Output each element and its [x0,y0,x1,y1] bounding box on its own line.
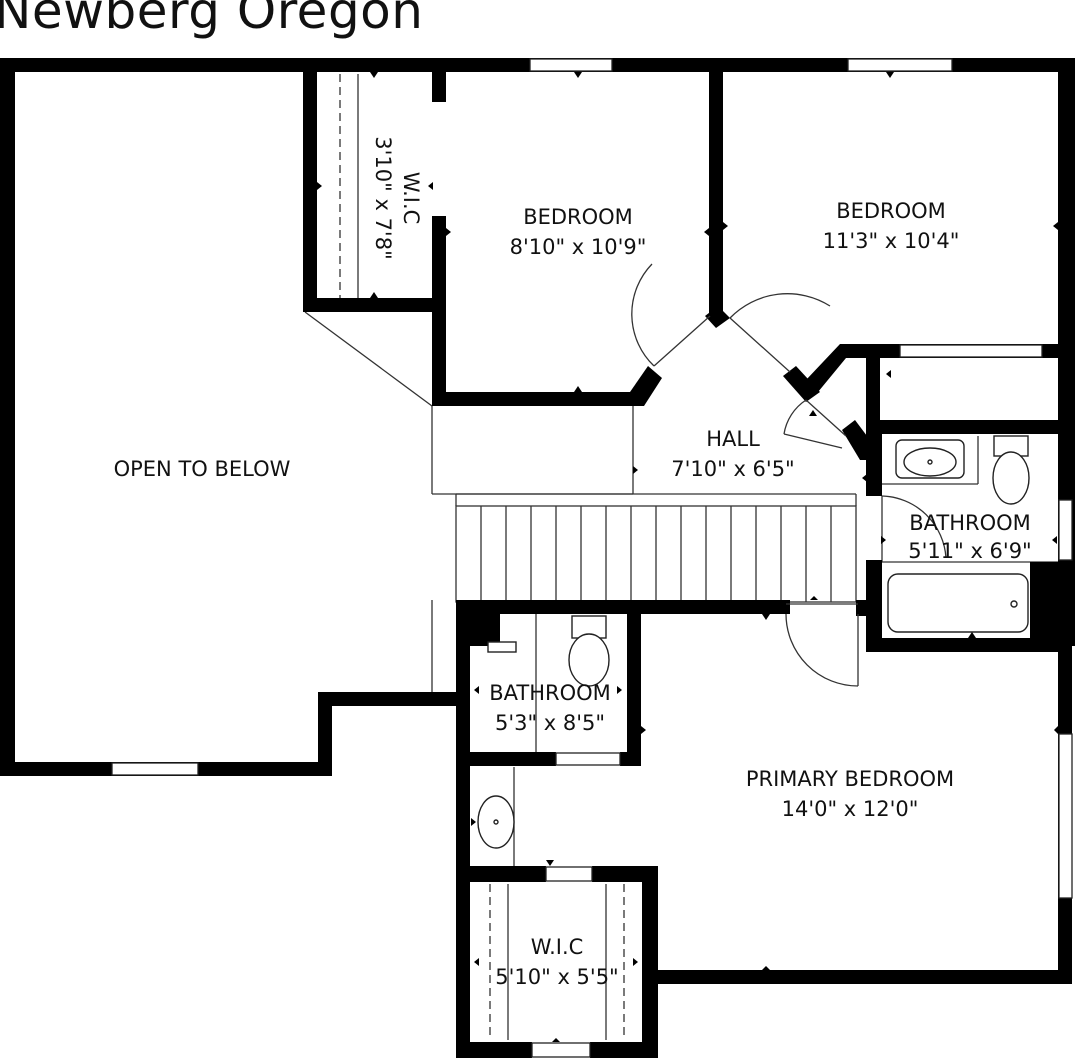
window [847,58,953,72]
window [111,762,199,776]
window [531,1042,591,1058]
room-name-wic-bottom: W.I.C [531,935,584,959]
window [555,752,621,766]
room-name-wic-top: W.I.C [399,172,423,225]
window [529,58,613,72]
room-name-bedroom-2: BEDROOM [836,199,946,223]
room-name-bedroom-1: BEDROOM [523,205,633,229]
windows [111,58,1073,1058]
room-name-hall: HALL [706,427,760,451]
dimension-markers [317,72,1058,1042]
room-labels: OPEN TO BELOW W.I.C 3'10" x 7'8" BEDROOM… [114,136,1032,989]
window [1058,499,1073,561]
room-dims-bedroom-1: 8'10" x 10'9" [510,235,647,259]
room-dims-bedroom-2: 11'3" x 10'4" [823,229,960,253]
room-dims-primary-bedroom: 14'0" x 12'0" [782,797,919,821]
sink-icon [487,641,517,653]
stair-treads [480,506,832,602]
room-name-bathroom-small: BATHROOM [489,681,611,705]
fixtures [477,435,1030,849]
bathtub-icon [887,573,1029,633]
room-dims-bathroom-small: 5'3" x 8'5" [495,711,605,735]
room-dims-wic-bottom: 5'10" x 5'5" [495,965,618,989]
room-dims-hall: 7'10" x 6'5" [671,457,794,481]
plan-title: Newberg Oregon [0,0,424,40]
window [899,344,1043,358]
walls [0,58,1075,1058]
doors [631,263,947,687]
room-name-open-to-below: OPEN TO BELOW [114,457,291,481]
room-name-primary-bedroom: PRIMARY BEDROOM [746,767,954,791]
window [1058,733,1073,899]
room-dims-wic-top: 3'10" x 7'8" [371,136,395,259]
window [545,866,593,882]
room-dims-bathroom-right: 5'11" x 6'9" [908,539,1031,563]
room-name-bathroom-right: BATHROOM [909,511,1031,535]
